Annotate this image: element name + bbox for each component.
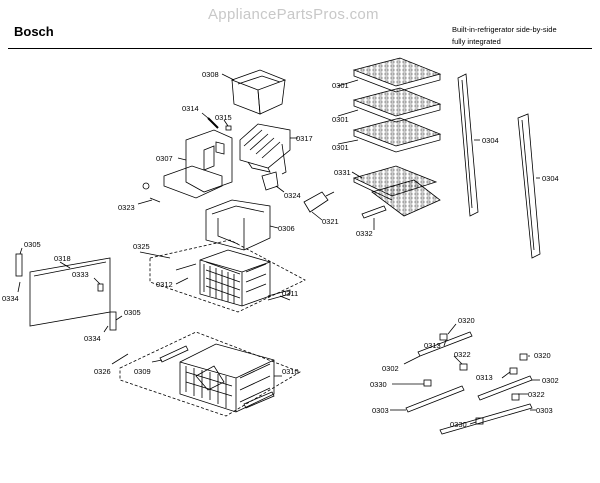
callout-0301-middle: 0301 [332, 115, 349, 124]
callout-0314: 0314 [182, 104, 199, 113]
callout-0331: 0331 [334, 168, 351, 177]
callout-0305-upper: 0305 [24, 240, 41, 249]
callout-0302-right: 0302 [542, 376, 559, 385]
part-slide-rails [405, 331, 533, 435]
callout-0320-left: 0320 [458, 316, 475, 325]
description-line-2: fully integrated [452, 37, 501, 46]
part-0318-panel [29, 257, 111, 327]
callout-0306: 0306 [278, 224, 295, 233]
callout-0308: 0308 [202, 70, 219, 79]
diagram-description: Built-in-refrigerator side-by-side fully… [452, 24, 557, 48]
callout-0321: 0321 [322, 217, 339, 226]
callout-0303-right: 0303 [536, 406, 553, 415]
part-0317-icemaker [239, 123, 291, 175]
callout-0324: 0324 [284, 191, 301, 200]
callout-0309: 0309 [134, 367, 151, 376]
brand-label: Bosch [14, 24, 54, 39]
part-0306-icebin [205, 199, 271, 251]
callout-0333: 0333 [72, 270, 89, 279]
header-divider [8, 48, 592, 49]
callout-0307: 0307 [156, 154, 173, 163]
callout-0313-right: 0313 [476, 373, 493, 382]
callout-0313-left: 0313 [424, 341, 441, 350]
watermark: AppliancePartsPros.com [208, 6, 379, 23]
callout-0301-top: 0301 [332, 81, 349, 90]
callout-0303-left: 0303 [372, 406, 389, 415]
part-0301-shelf-3 [352, 117, 442, 153]
callout-0334-lower: 0334 [84, 334, 101, 343]
callout-0323: 0323 [118, 203, 135, 212]
callout-0304-left: 0304 [482, 136, 499, 145]
callout-0330-right: 0330 [450, 420, 467, 429]
part-0304-rail-left [457, 73, 479, 217]
part-drawer-lower [179, 343, 275, 413]
part-0304-rail-right [517, 113, 541, 259]
callout-0322-right: 0322 [528, 390, 545, 399]
callout-0311: 0311 [282, 289, 298, 298]
callout-0305-lower: 0305 [124, 308, 141, 317]
callout-0318: 0318 [54, 254, 71, 263]
callout-0326: 0326 [94, 367, 111, 376]
callout-labels: 0308 0314 0315 0317 0307 0324 0323 0321 … [2, 70, 559, 429]
callout-0322-left: 0322 [454, 350, 471, 359]
part-0301-shelf-1 [352, 57, 442, 93]
callout-0301-bottom: 0301 [332, 143, 349, 152]
part-0308-tray [230, 69, 287, 115]
callout-0332: 0332 [356, 229, 373, 238]
part-0331-shelf [352, 165, 441, 217]
callout-0325: 0325 [133, 242, 150, 251]
part-0307-housing [163, 129, 233, 199]
callout-0317: 0317 [296, 134, 313, 143]
callout-0312: 0312 [156, 280, 173, 289]
callout-0334-upper: 0334 [2, 294, 19, 303]
callout-0304-right: 0304 [542, 174, 559, 183]
part-drawer-upper [199, 249, 271, 307]
part-0301-shelf-2 [352, 87, 442, 123]
callout-0302-left: 0302 [382, 364, 399, 373]
callout-0330-left: 0330 [370, 380, 387, 389]
callout-0315: 0315 [215, 113, 232, 122]
callout-0320-right: 0320 [534, 351, 551, 360]
description-line-1: Built-in-refrigerator side-by-side [452, 25, 557, 34]
callout-0310: 0310 [282, 367, 299, 376]
